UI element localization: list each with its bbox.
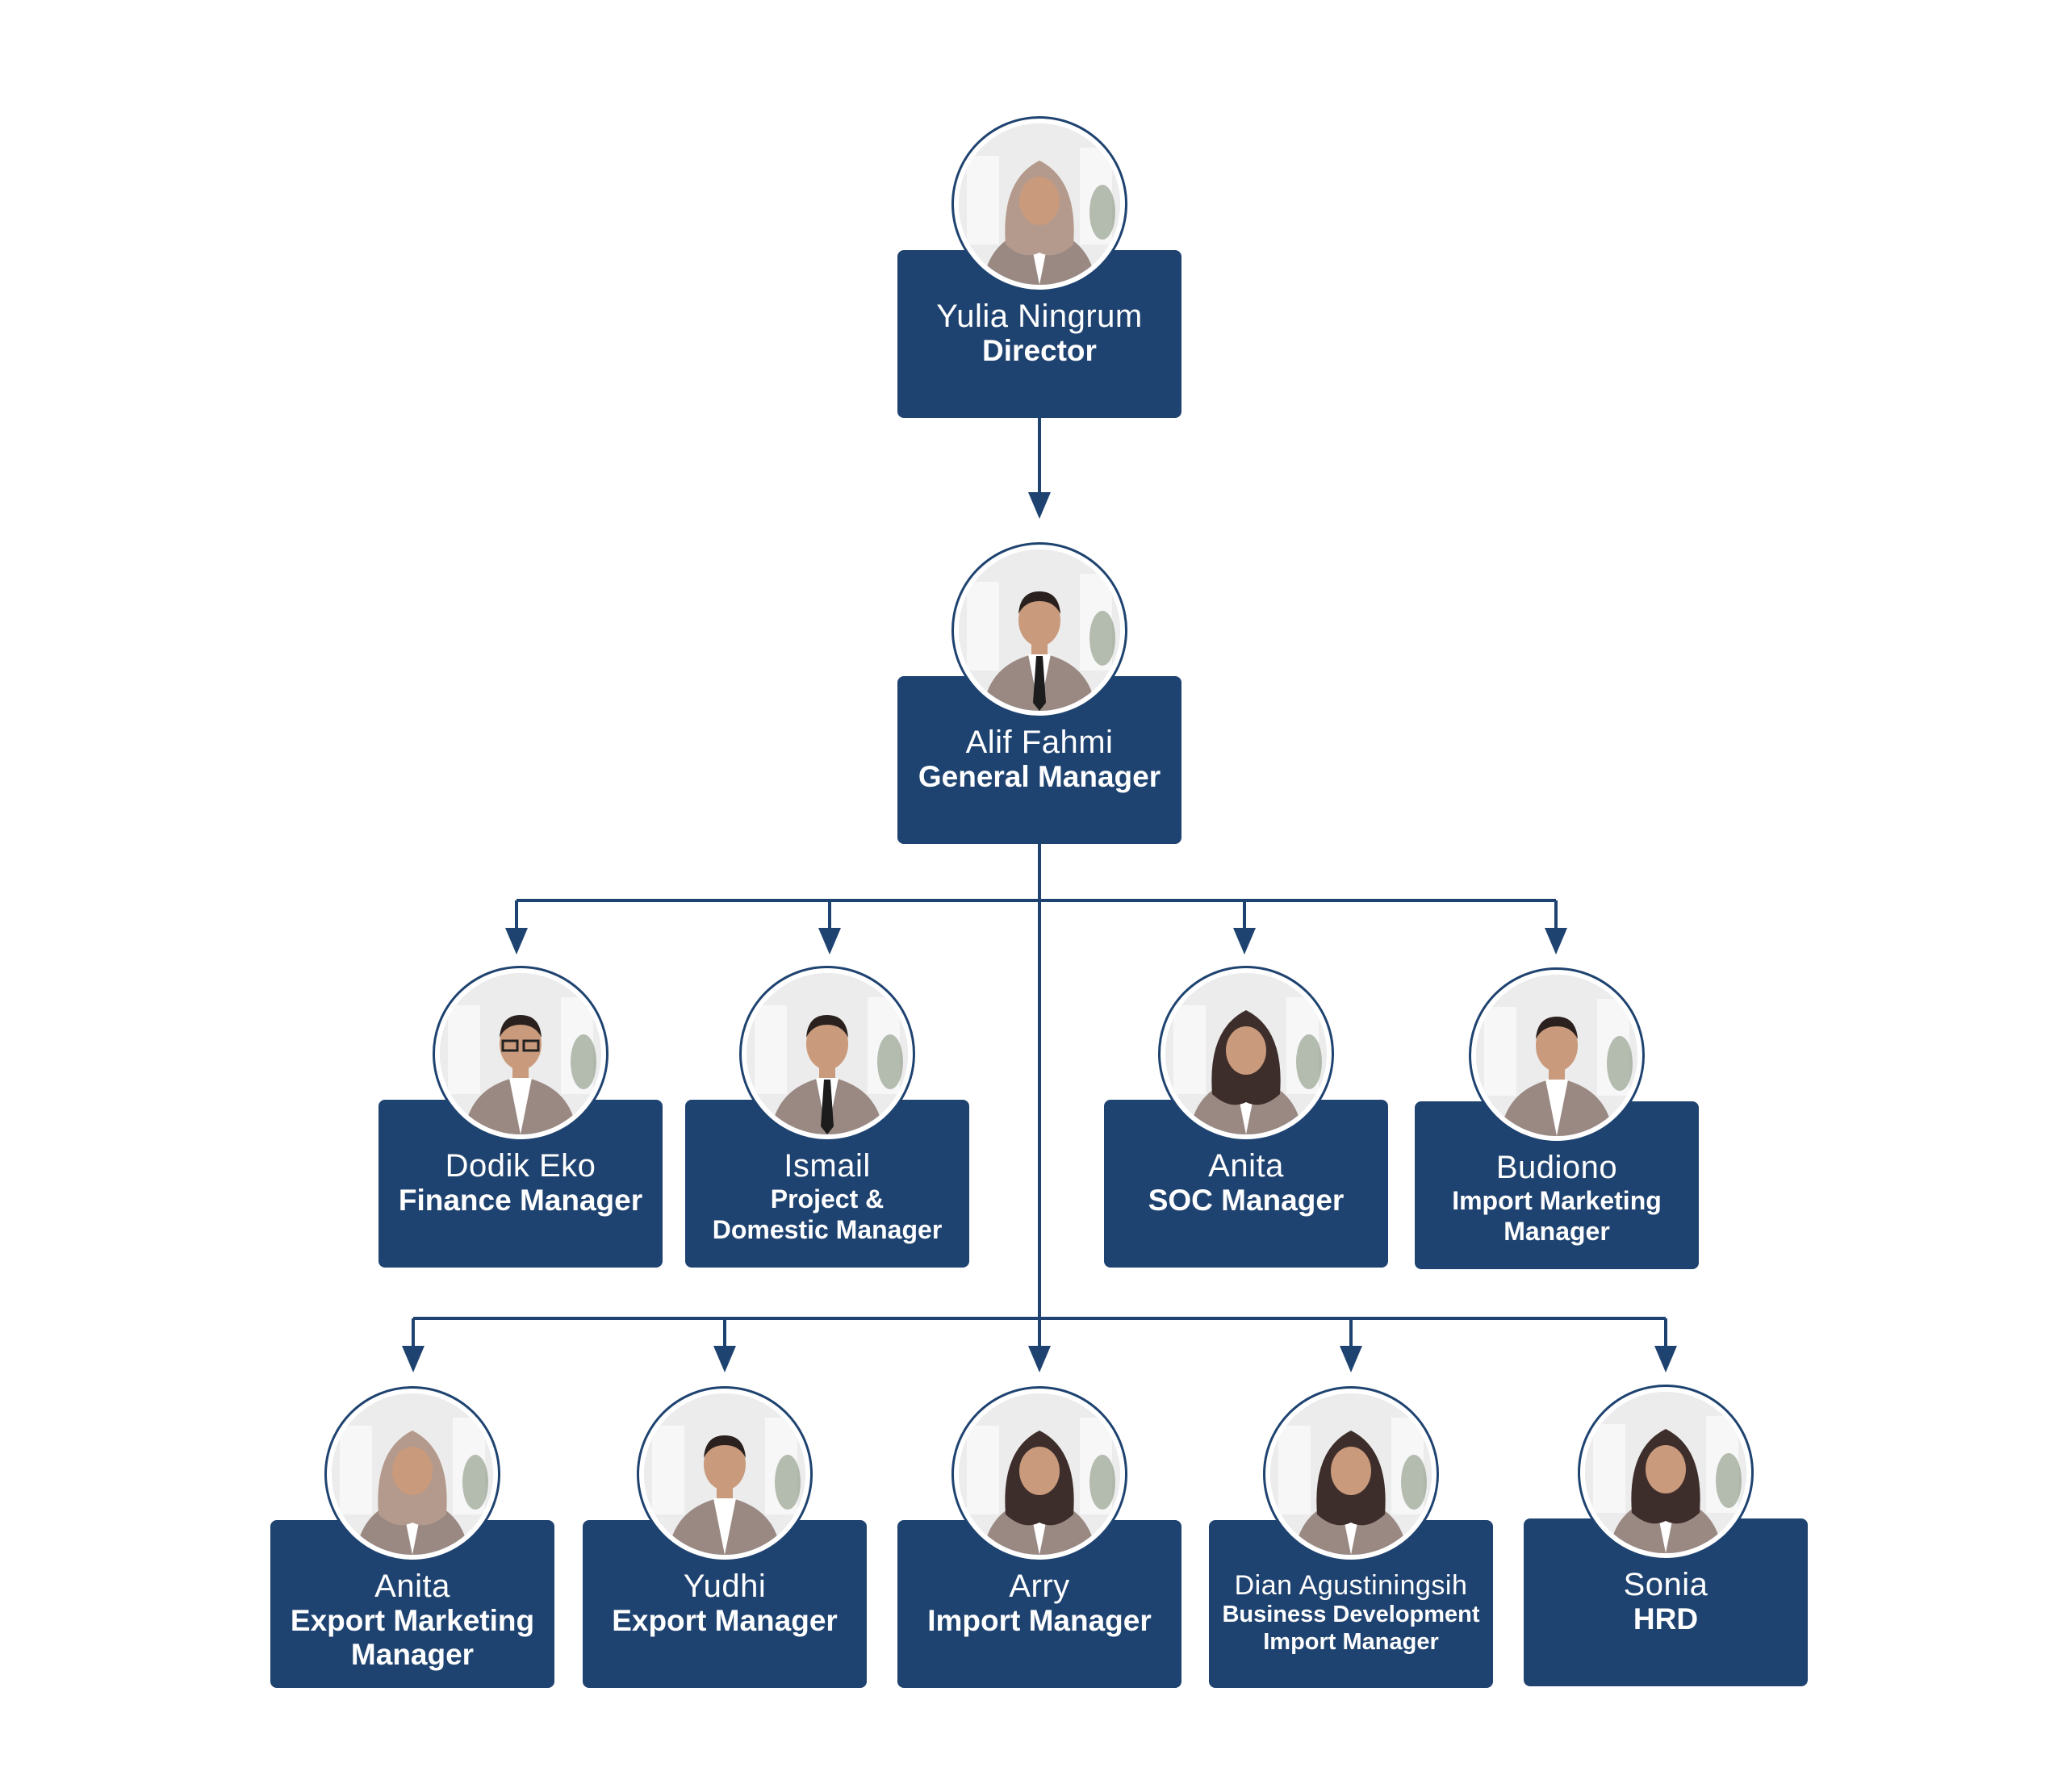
arrowhead-gm: [1028, 492, 1051, 519]
soc-manager-role: SOC Manager: [1148, 1184, 1345, 1217]
export-manager-name: Yudhi: [683, 1569, 767, 1604]
finance-manager-role: Finance Manager: [398, 1184, 643, 1217]
import-marketing-manager-name: Budiono: [1495, 1150, 1618, 1185]
soc-manager-name: Anita: [1208, 1148, 1284, 1184]
soc-manager-photo: [1158, 966, 1334, 1142]
node-director: Yulia Ningrum Director: [897, 116, 1181, 418]
arrowhead-soc: [1233, 928, 1256, 954]
node-soc-manager: Anita SOC Manager: [1104, 966, 1388, 1268]
portrait-man-icon: [644, 1393, 805, 1555]
finance-manager-photo: [433, 966, 609, 1142]
portrait-man-icon: [747, 973, 908, 1134]
import-manager-name: Arry: [1009, 1569, 1070, 1604]
import-marketing-manager-photo: [1469, 967, 1645, 1143]
node-business-development-manager: Dian Agustiningsih Business Development …: [1209, 1386, 1493, 1688]
portrait-hijab-icon: [959, 123, 1120, 285]
portrait-man-icon: [440, 973, 601, 1134]
director-name: Yulia Ningrum: [936, 299, 1143, 334]
portrait-man-icon: [959, 549, 1120, 711]
portrait-hijab-icon: [959, 1393, 1120, 1555]
node-general-manager: Alif Fahmi General Manager: [897, 542, 1181, 844]
import-marketing-manager-role: Import Marketing Manager: [1452, 1186, 1662, 1246]
arrowhead-bizdev: [1340, 1346, 1362, 1372]
export-marketing-manager-name: Anita: [374, 1569, 450, 1604]
arrowhead-project: [818, 928, 841, 954]
import-manager-role: Import Manager: [927, 1604, 1152, 1637]
export-manager-role: Export Manager: [612, 1604, 838, 1637]
arrowhead-export: [713, 1346, 736, 1372]
node-import-manager: Arry Import Manager: [897, 1386, 1181, 1688]
export-manager-card: Yudhi Export Manager: [583, 1520, 867, 1688]
export-marketing-manager-role: Export Marketing Manager: [290, 1604, 535, 1671]
node-import-marketing-manager: Budiono Import Marketing Manager: [1415, 967, 1699, 1269]
arrowhead-arry: [1028, 1346, 1051, 1372]
export-manager-photo: [637, 1386, 813, 1562]
general-manager-photo: [951, 542, 1127, 718]
node-finance-manager: Dodik Eko Finance Manager: [378, 966, 663, 1268]
node-hrd: Sonia HRD: [1524, 1385, 1808, 1686]
project-domestic-manager-card: Ismail Project & Domestic Manager: [685, 1100, 969, 1268]
import-manager-photo: [951, 1386, 1127, 1562]
director-photo: [951, 116, 1127, 292]
hrd-card: Sonia HRD: [1524, 1518, 1808, 1686]
hrd-role: HRD: [1633, 1602, 1699, 1635]
node-export-marketing-manager: Anita Export Marketing Manager: [270, 1386, 554, 1688]
arrowhead-hrd: [1654, 1346, 1677, 1372]
director-role: Director: [982, 334, 1097, 367]
hrd-photo: [1578, 1385, 1754, 1560]
portrait-hijab-icon: [1270, 1393, 1432, 1555]
general-manager-role: General Manager: [918, 760, 1161, 793]
portrait-hijab-icon: [332, 1393, 493, 1555]
project-domestic-manager-role: Project & Domestic Manager: [712, 1184, 943, 1244]
arrowhead-export-marketing: [402, 1346, 424, 1372]
export-marketing-manager-photo: [324, 1386, 500, 1562]
node-export-manager: Yudhi Export Manager: [583, 1386, 867, 1688]
business-development-manager-photo: [1263, 1386, 1439, 1562]
arrowhead-import-marketing: [1545, 928, 1567, 954]
import-manager-card: Arry Import Manager: [897, 1520, 1181, 1688]
project-domestic-manager-name: Ismail: [784, 1148, 871, 1184]
portrait-man-icon: [1476, 975, 1637, 1136]
node-project-domestic-manager: Ismail Project & Domestic Manager: [685, 966, 969, 1268]
hrd-name: Sonia: [1623, 1567, 1708, 1602]
arrowhead-finance: [505, 928, 528, 954]
general-manager-name: Alif Fahmi: [965, 725, 1114, 760]
business-development-manager-role: Business Development Import Manager: [1222, 1602, 1480, 1655]
finance-manager-name: Dodik Eko: [445, 1148, 596, 1184]
portrait-hijab-icon: [1165, 973, 1327, 1134]
business-development-manager-name: Dian Agustiningsih: [1234, 1570, 1468, 1601]
project-domestic-manager-photo: [739, 966, 915, 1142]
portrait-hijab-icon: [1585, 1392, 1746, 1553]
